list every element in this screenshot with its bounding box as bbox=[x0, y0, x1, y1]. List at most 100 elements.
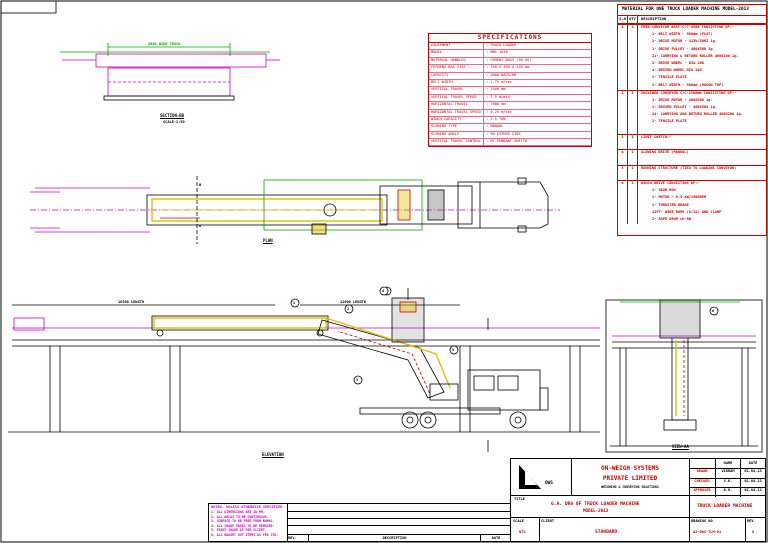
material-desc: 1- BELT WIDTH - 500mm (ROUGH TOP) bbox=[652, 82, 724, 87]
spec-row: SLEWING TYPE: MANUAL bbox=[429, 124, 591, 132]
rev-value: 0 bbox=[752, 530, 755, 534]
title-label: TITLE bbox=[514, 497, 525, 501]
spec-value: : CEMENT BAGS (50 KG) bbox=[486, 57, 532, 62]
material-sn bbox=[618, 142, 628, 150]
material-desc: 1- BELT WIDTH - 500mm (FLAT) bbox=[652, 32, 713, 37]
note-line: 5. PAINT SHADE AS PER CLIENT. bbox=[211, 528, 267, 533]
desc-col-label: DESCRIPTION bbox=[309, 535, 481, 542]
material-qty bbox=[628, 75, 638, 83]
elev-winch-frame bbox=[391, 297, 425, 343]
signature-date: 01.04.13 bbox=[744, 488, 762, 492]
section-rail bbox=[95, 53, 267, 68]
material-qty: 1 bbox=[628, 90, 638, 98]
date-col-label: DATE bbox=[491, 536, 501, 540]
note-line: 1. ALL DIMENSIONS ARE IN MM. bbox=[211, 510, 265, 514]
material-sn: 4 bbox=[618, 150, 628, 158]
view-aa bbox=[605, 299, 763, 453]
material-sn bbox=[618, 188, 628, 196]
material-row: 1- MOTOR - 0.5 KW/1500RPM bbox=[618, 195, 766, 203]
plan-travel-frame bbox=[263, 179, 423, 231]
material-list-header: S.N QTY DESCRIPTION bbox=[618, 16, 766, 24]
sig-head-name: NAME bbox=[716, 459, 741, 468]
material-desc: 1- TENSILE PLATE bbox=[652, 119, 687, 124]
spec-row: HORIZONTAL TRAVEL: 7000 mm bbox=[429, 102, 591, 110]
material-row: 1- DRIVE PULLEY - 400X500 1g. bbox=[618, 46, 766, 54]
material-row: 1- BELT WIDTH - 500mm (FLAT) bbox=[618, 32, 766, 40]
balloon-6: 6 bbox=[712, 309, 715, 313]
sig-head-date: DATE bbox=[748, 461, 758, 465]
elev-truck bbox=[359, 369, 549, 429]
spec-row: VERTICAL TRAVEL CONTROL: BY PENDANT SWIT… bbox=[429, 139, 591, 146]
material-qty bbox=[628, 157, 638, 165]
material-qty bbox=[628, 53, 638, 61]
scale-value: NTS bbox=[519, 530, 526, 534]
company-subtitle: WEIGHING & CONVEYING SOLUTIONS bbox=[601, 485, 659, 489]
balloons bbox=[290, 286, 719, 385]
signature-name: A.K. bbox=[716, 488, 741, 497]
material-sn bbox=[618, 39, 628, 47]
spec-value: : 2.5 TON bbox=[486, 116, 506, 121]
material-sn bbox=[618, 97, 628, 106]
balloon-5: 5 bbox=[452, 348, 455, 352]
rev-col-label: REV. bbox=[287, 535, 309, 542]
material-sn bbox=[618, 209, 628, 217]
view-aa-head bbox=[659, 299, 701, 339]
notes-lines: 1. ALL DIMENSIONS ARE IN MM.2. ALL WELDS… bbox=[211, 510, 278, 538]
material-qty bbox=[628, 68, 638, 76]
material-qty bbox=[628, 97, 638, 106]
material-qty bbox=[628, 32, 638, 40]
section-bb-scale: SCALE-1:50 bbox=[163, 120, 185, 124]
header-sn: S.N bbox=[618, 16, 628, 23]
spec-key: VERTICAL TRAVEL SPEED bbox=[429, 94, 484, 102]
material-list-title: MATERIAL FOR ONE TRUCK LOADER MACHINE MO… bbox=[618, 5, 766, 16]
section-bb-title: SECTION-BB bbox=[160, 113, 185, 118]
material-desc bbox=[638, 157, 766, 164]
spec-key: VERTICAL TRAVEL CONTROL bbox=[429, 139, 484, 146]
spec-key: MODEL bbox=[429, 50, 484, 57]
material-row: 1- GEAR BOX bbox=[618, 188, 766, 196]
notes-revision-block: NOTES: UNLESS OTHERWISE SPECIFIED 1. ALL… bbox=[208, 503, 512, 542]
specifications-title: SPECIFICATIONS bbox=[429, 34, 591, 43]
material-desc: RUNNING STRUCTURE (TIED TO LOADING CONVE… bbox=[641, 165, 737, 170]
material-sn bbox=[618, 53, 628, 61]
material-desc bbox=[638, 173, 766, 180]
client-label: CLIENT bbox=[541, 519, 554, 523]
plan-marker-b: B bbox=[199, 183, 202, 187]
corner-tab bbox=[0, 0, 57, 14]
material-sn bbox=[618, 46, 628, 54]
plan-feed-conveyor bbox=[146, 194, 388, 226]
spec-value: : 750 X 450 X 150 mm bbox=[486, 65, 530, 70]
view-aa-title: VIEW-AA bbox=[672, 444, 689, 449]
material-desc: 1- GEAR BOX bbox=[652, 188, 676, 193]
machine-name: TRUCK LOADER MACHINE bbox=[697, 504, 753, 509]
drawing-no-value: A2-OWS-TLM-01 bbox=[693, 530, 722, 534]
material-qty: 1 bbox=[628, 180, 638, 189]
section-bb-view bbox=[60, 43, 280, 101]
spec-value: : 1.75 m/sec bbox=[486, 79, 512, 84]
elev-inclined-conveyor bbox=[317, 319, 445, 399]
signature-name: VIKRAM bbox=[716, 469, 741, 478]
material-desc: WINCH DRIVE CONSISTING OF:- bbox=[641, 180, 700, 185]
company-name-2: PRIVATE LIMITED bbox=[602, 475, 658, 482]
note-line: 2. ALL WELDS TO BE CONTINUOUS. bbox=[211, 514, 269, 519]
drawing-no-label: DRAWING NO bbox=[691, 519, 713, 523]
material-qty bbox=[628, 119, 638, 127]
balloon-3: 3 bbox=[356, 378, 359, 382]
spec-value: : 90 EITHER SIDE bbox=[486, 131, 521, 136]
material-sn bbox=[618, 216, 628, 225]
material-qty bbox=[628, 216, 638, 225]
spec-key: BELT WIDTH bbox=[429, 79, 484, 87]
material-qty bbox=[628, 172, 638, 180]
notes-box: NOTES: UNLESS OTHERWISE SPECIFIED 1. ALL… bbox=[209, 504, 288, 541]
material-desc: FEED CONVEYOR ASSY.C/C-4500 CONSISTING O… bbox=[641, 25, 735, 29]
spec-row: CAPACITY: 2000 BAGS/HR bbox=[429, 72, 591, 80]
elevation-view bbox=[8, 286, 600, 452]
note-line: 4. ALL SHARP EDGES TO BE REMOVED. bbox=[211, 523, 275, 528]
